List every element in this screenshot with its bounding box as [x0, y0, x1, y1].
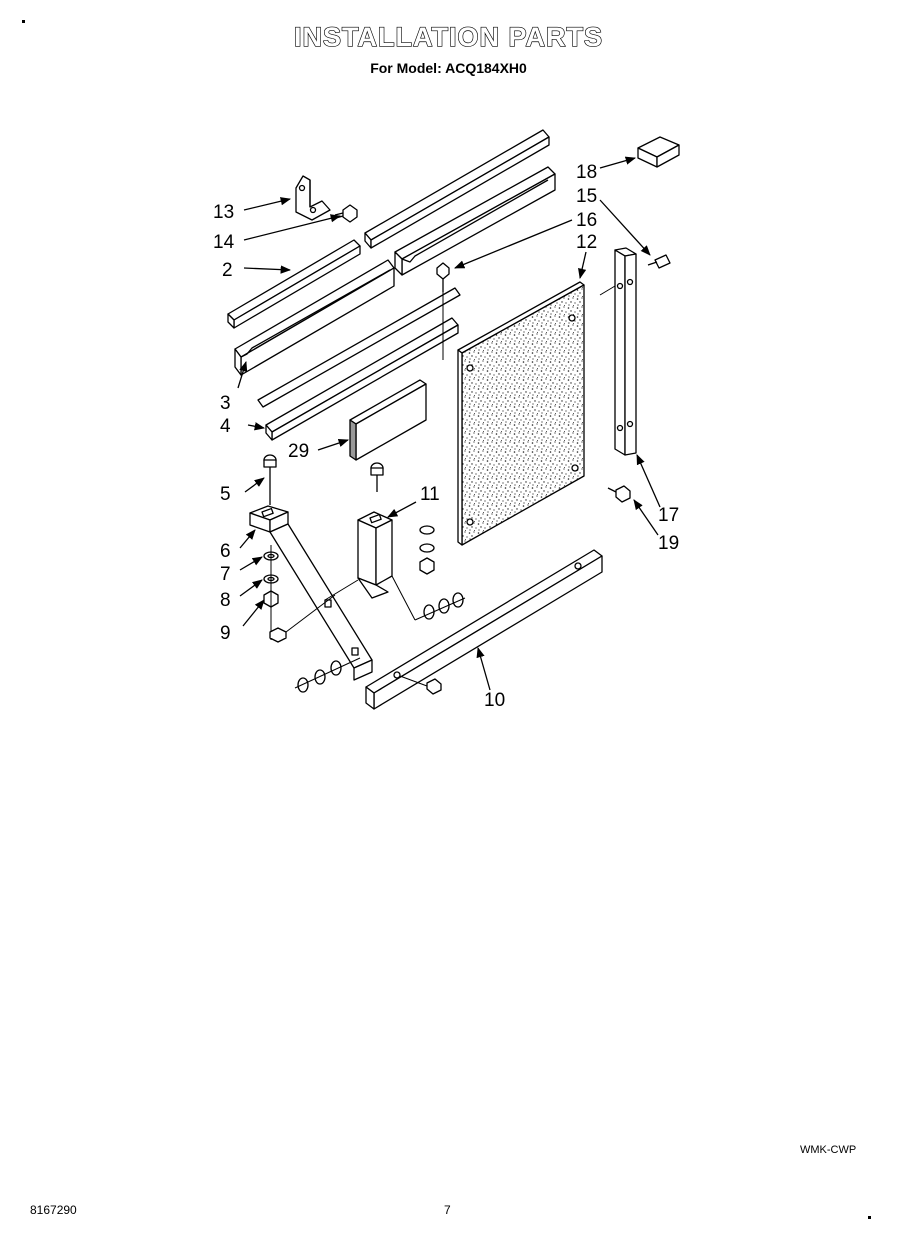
- callout-10: 10: [484, 690, 505, 711]
- callout-11: 11: [420, 484, 440, 505]
- callout-14: 14: [213, 232, 235, 253]
- washer-set-right-part: [391, 575, 466, 621]
- support-arm-part: [249, 505, 373, 681]
- callout-8: 8: [220, 590, 231, 611]
- callout-19: 19: [658, 533, 679, 554]
- seal-strip-part: [257, 287, 461, 408]
- mounting-bracket-part: [295, 175, 331, 221]
- callout-5: 5: [220, 484, 231, 505]
- page-title: INSTALLATION PARTS: [293, 21, 603, 52]
- bolt-11-part: [370, 462, 384, 492]
- sill-rail-part: [265, 317, 459, 441]
- top-rail-part: [364, 129, 550, 249]
- footer-page-number: 7: [444, 1203, 451, 1217]
- screw-15-part: [647, 254, 671, 269]
- side-rail-part: [614, 247, 637, 456]
- callout-18: 18: [576, 162, 597, 183]
- callout-13: 13: [213, 202, 234, 223]
- callout-3: 3: [220, 393, 231, 414]
- channel-rail-3-part: [234, 259, 395, 376]
- footer-code: WMK-CWP: [800, 1144, 857, 1156]
- screw-part: [334, 204, 358, 223]
- callout-16: 16: [576, 210, 597, 231]
- block-part: [637, 136, 680, 168]
- model-subtitle: For Model: ACQ184XH0: [370, 60, 527, 76]
- callout-6: 6: [220, 541, 231, 562]
- washer-right-part: [419, 525, 435, 575]
- left-rail-part: [227, 239, 361, 329]
- callout-2: 2: [222, 260, 233, 281]
- callout-15: 15: [576, 186, 597, 207]
- callout-9: 9: [220, 623, 231, 644]
- callout-7: 7: [220, 564, 231, 585]
- channel-rail-part: [394, 166, 556, 276]
- washer-set-lower-part: [294, 657, 361, 693]
- footer-part-number: 8167290: [30, 1203, 77, 1217]
- screw-16-part: [436, 262, 450, 292]
- foam-part: [349, 379, 427, 461]
- callout-29: 29: [288, 441, 309, 462]
- bolt-lower-left-part: [269, 594, 336, 643]
- callout-12: 12: [576, 232, 597, 253]
- bracket-11-part: [357, 511, 393, 599]
- bottom-rail-part: [365, 549, 603, 710]
- callout-4: 4: [220, 416, 231, 437]
- screw-19-part: [607, 485, 631, 503]
- corner-mark: [868, 1216, 871, 1219]
- screw-bottom-part: [399, 675, 442, 695]
- filter-panel-part: [457, 281, 585, 546]
- bolt-5-part: [263, 454, 277, 505]
- corner-mark: [22, 20, 25, 23]
- callout-17: 17: [658, 505, 679, 526]
